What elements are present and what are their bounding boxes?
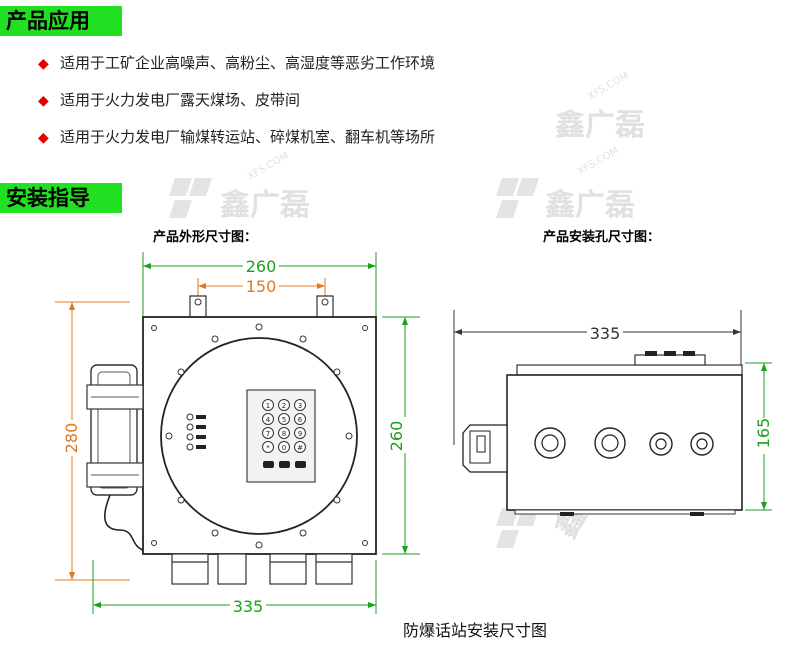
watermark-brand: 鑫广磊 (220, 188, 310, 223)
watermark-site: XFS.COM (246, 150, 291, 182)
mounting-ear (189, 295, 207, 317)
cable-glands (171, 553, 353, 585)
keypad-key (294, 399, 306, 411)
dimension-mount-spacing: 150 (197, 277, 326, 296)
outline-caption: 产品外形尺寸图： (153, 230, 258, 245)
keypad-key (294, 427, 306, 439)
keypad-key-label: 0 (282, 444, 286, 452)
keypad-key-label: 9 (298, 430, 302, 438)
side-handset (462, 424, 508, 473)
diamond-bullet-icon: ◆ (38, 56, 49, 72)
keypad-key-label: * (266, 444, 270, 452)
dimension-side-width: 335 (453, 310, 742, 445)
keypad-key (262, 413, 274, 425)
cover-bolts (165, 323, 353, 549)
keypad-key-label: 8 (282, 430, 286, 438)
keypad-key (278, 441, 290, 453)
side-cable-glands (534, 427, 714, 459)
keypad-key-label: 3 (298, 402, 302, 410)
application-text: 适用于工矿企业高噪声、高粉尘、高湿度等恶劣工作环境 (60, 54, 436, 72)
keypad: 1 2 3 4 5 6 7 8 9 * 0 # (246, 389, 316, 483)
keypad-key-label: 6 (298, 416, 303, 424)
keypad-key (262, 427, 274, 439)
dimension-label: 150 (246, 277, 277, 296)
keypad-key-label: 2 (282, 402, 286, 410)
application-list: ◆ 适用于工矿企业高噪声、高粉尘、高湿度等恶劣工作环境 ◆ 适用于火力发电厂露天煤场… (38, 48, 435, 159)
application-text: 适用于火力发电厂露天煤场、皮带间 (60, 91, 301, 109)
dimension-overall-width: 335 (92, 560, 377, 616)
keypad-key (262, 441, 274, 453)
dimension-box-height: 260 (382, 316, 420, 555)
watermark-logo-icon (496, 178, 539, 218)
mounting-caption: 产品安装孔尺寸图： (543, 230, 661, 245)
application-item: ◆ 适用于火力发电厂输煤转运站、碎煤机室、翻车机等场所 (38, 122, 435, 159)
keypad-key (278, 413, 290, 425)
section-title-application: 产品应用 (0, 6, 122, 36)
dimension-outline-width: 260 (142, 252, 377, 318)
side-top-strip (516, 351, 743, 376)
dimension-label: 260 (387, 421, 406, 452)
watermark-logo-icon (496, 508, 539, 548)
dimension-label: 335 (233, 597, 264, 616)
diamond-bullet-icon: ◆ (38, 130, 49, 146)
dimension-label: 165 (754, 418, 773, 449)
keypad-key-label: 7 (266, 430, 270, 438)
keypad-key (294, 413, 306, 425)
dimension-label: 335 (590, 324, 621, 343)
keypad-key (262, 399, 274, 411)
indicator-lights (186, 413, 206, 451)
keypad-key (278, 427, 290, 439)
watermark-site: XFS.COM (576, 145, 621, 177)
dimension-label: 260 (246, 257, 277, 276)
keypad-key-label: 5 (282, 416, 286, 424)
keypad-key-label: 1 (266, 402, 270, 410)
dimension-side-height: 165 (745, 362, 774, 511)
keypad-key-label: # (297, 444, 303, 452)
diamond-bullet-icon: ◆ (38, 93, 49, 109)
application-text: 适用于火力发电厂输煤转运站、碎煤机室、翻车机等场所 (60, 128, 436, 146)
watermark-site: XFS.COM (586, 70, 631, 102)
watermark-logo-icon (169, 178, 212, 218)
corner-bolts (151, 325, 368, 546)
application-item: ◆ 适用于工矿企业高噪声、高粉尘、高湿度等恶劣工作环境 (38, 48, 435, 85)
keypad-keys: 1 2 3 4 5 6 7 8 9 * 0 # (262, 399, 306, 453)
watermark-brand: 鑫广磊 (555, 108, 645, 143)
keypad-key-label: 4 (266, 416, 271, 424)
keypad-key (294, 441, 306, 453)
watermark-brand: 鑫广磊 (545, 188, 635, 223)
application-item: ◆ 适用于火力发电厂露天煤场、皮带间 (38, 85, 435, 122)
dimension-label: 280 (62, 423, 81, 454)
dimension-overall-height: 280 (55, 301, 130, 581)
mounting-ear (316, 295, 334, 317)
handset (86, 364, 144, 551)
keypad-key (278, 399, 290, 411)
section-title-installation: 安装指导 (0, 183, 122, 213)
diagram-title: 防爆话站安装尺寸图 (403, 621, 548, 640)
